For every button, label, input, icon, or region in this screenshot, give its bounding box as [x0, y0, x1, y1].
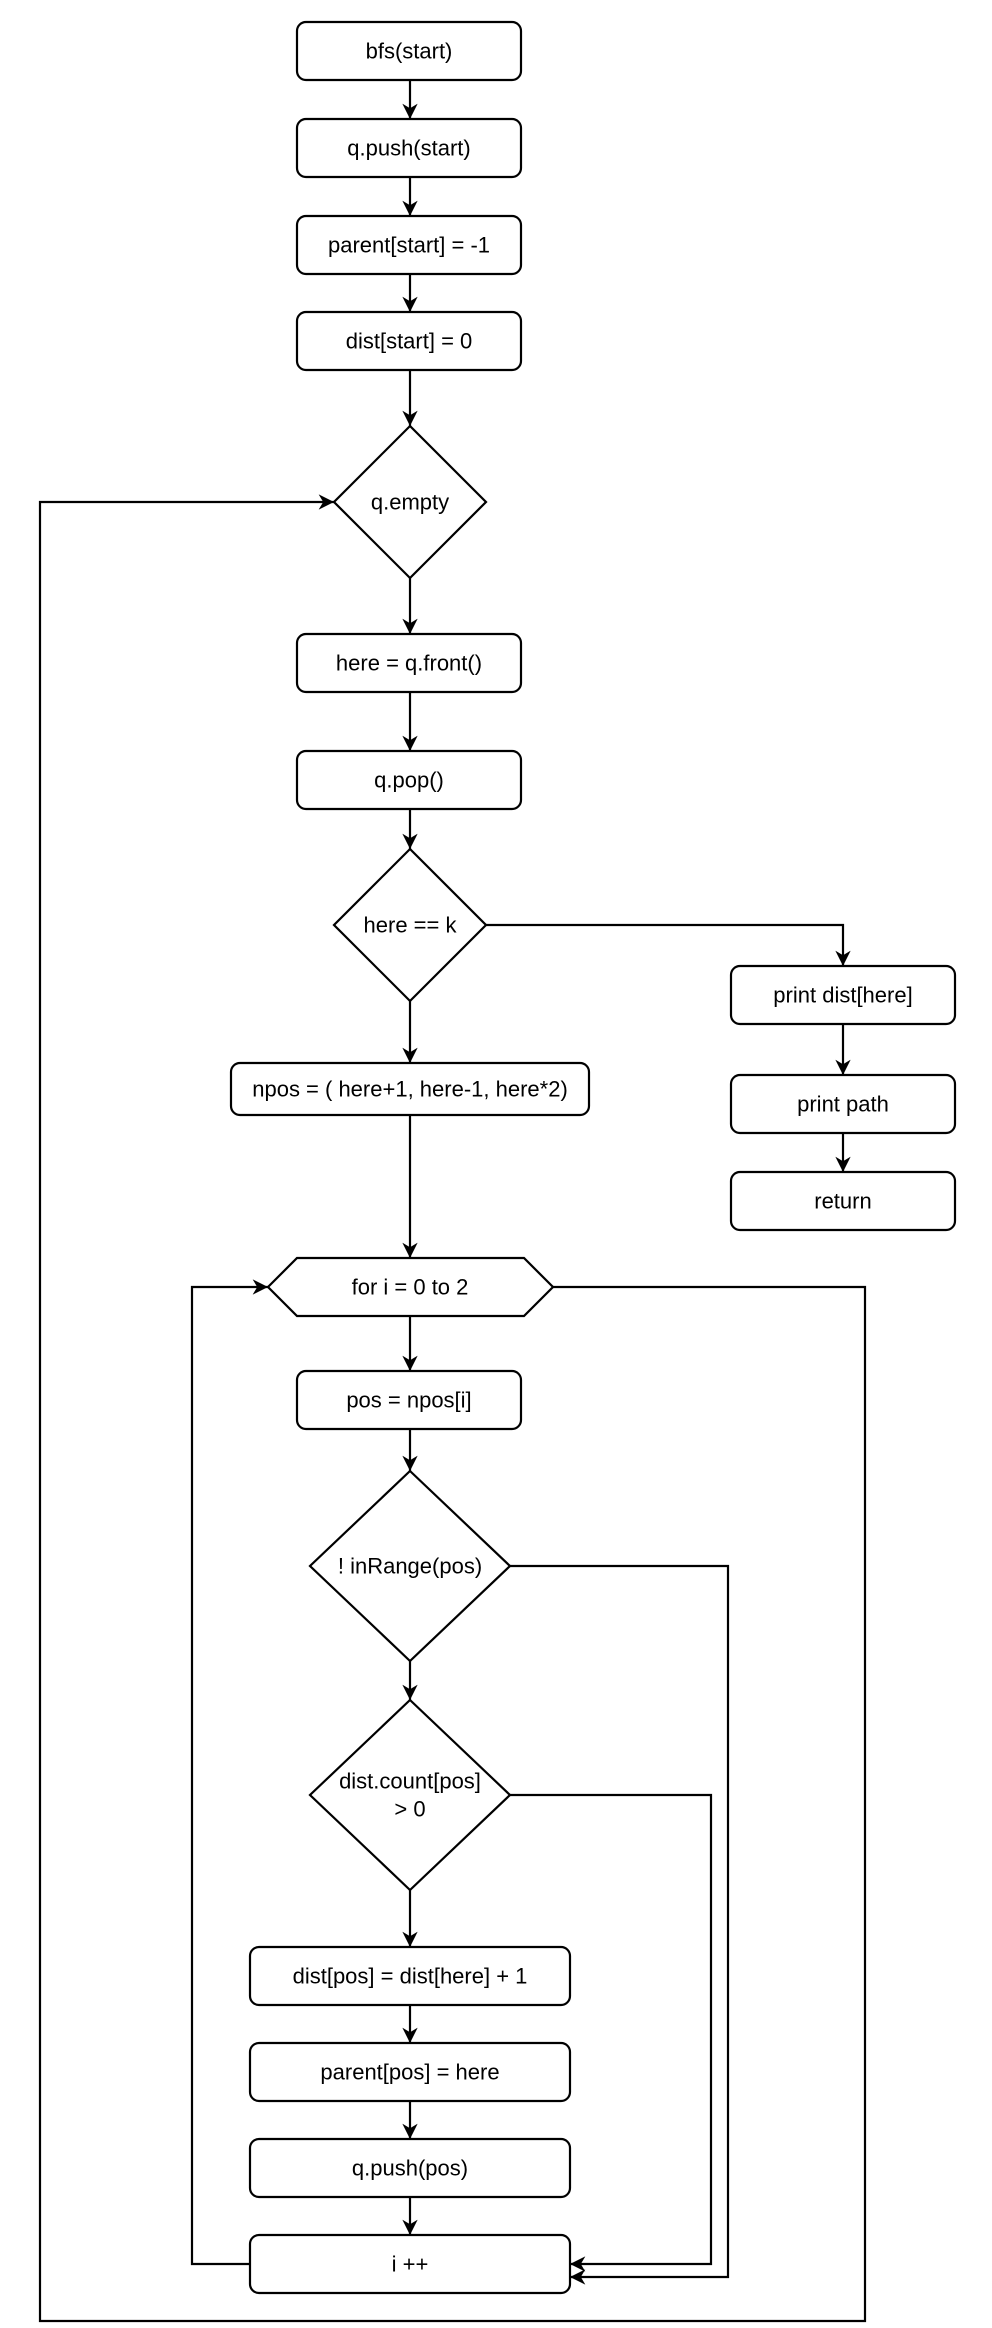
node-label: bfs(start) — [366, 39, 453, 64]
edge-for-exit-to-empty — [38, 494, 867, 2323]
node-print-dist: print dist[here] — [729, 964, 957, 1026]
node-label: print dist[here] — [773, 983, 912, 1008]
node-label: parent[start] = -1 — [328, 233, 490, 258]
node-here-eq-k: here == k — [332, 847, 488, 1003]
node-label: npos = ( here+1, here-1, here*2) — [252, 1077, 568, 1102]
node-label: q.push(pos) — [352, 2156, 468, 2181]
node-q-pop: q.pop() — [295, 749, 523, 811]
node-label: print path — [797, 1092, 889, 1117]
node-npos: npos = ( here+1, here-1, here*2) — [229, 1061, 591, 1117]
edge-inrange-false-to-inc — [510, 1564, 730, 2285]
node-pos-assign: pos = npos[i] — [295, 1369, 523, 1431]
node-label: i ++ — [392, 2252, 429, 2277]
node-label: for i = 0 to 2 — [352, 1275, 469, 1300]
node-q-empty: q.empty — [332, 424, 488, 580]
node-label: q.pop() — [374, 768, 444, 793]
node-dist-start: dist[start] = 0 — [295, 310, 523, 372]
node-for-loop: for i = 0 to 2 — [266, 1256, 555, 1318]
node-in-range: ! inRange(pos) — [308, 1469, 512, 1663]
node-dist-pos: dist[pos] = dist[here] + 1 — [248, 1945, 572, 2007]
node-q-push-start: q.push(start) — [295, 117, 523, 179]
edges — [38, 80, 867, 2323]
edge-inc-loop-to-for — [190, 1279, 268, 2266]
node-return: return — [729, 1170, 957, 1232]
node-label: parent[pos] = here — [320, 2060, 499, 2085]
node-label: ! inRange(pos) — [338, 1554, 482, 1579]
node-label-line-1: dist.count[pos] — [339, 1769, 481, 1794]
edge-decision-to-print-dist — [486, 923, 851, 966]
node-label-line-2: > 0 — [394, 1797, 425, 1822]
node-label: here = q.front() — [336, 651, 482, 676]
node-i-inc: i ++ — [248, 2233, 572, 2295]
node-here-front: here = q.front() — [295, 632, 523, 694]
node-q-push-pos: q.push(pos) — [248, 2137, 572, 2199]
node-label: dist[start] = 0 — [346, 329, 473, 354]
node-label: dist[pos] = dist[here] + 1 — [293, 1964, 528, 1989]
edge-count-false-to-inc — [510, 1793, 713, 2272]
node-parent-pos: parent[pos] = here — [248, 2041, 572, 2103]
node-label: q.push(start) — [347, 136, 471, 161]
node-parent-start: parent[start] = -1 — [295, 214, 523, 276]
node-label: return — [814, 1189, 871, 1214]
node-dist-count: dist.count[pos] > 0 — [308, 1698, 512, 1892]
node-label: q.empty — [371, 490, 449, 515]
node-label: here == k — [364, 913, 458, 938]
node-label: pos = npos[i] — [346, 1388, 471, 1413]
node-bfs-start: bfs(start) — [295, 20, 523, 82]
node-print-path: print path — [729, 1073, 957, 1135]
